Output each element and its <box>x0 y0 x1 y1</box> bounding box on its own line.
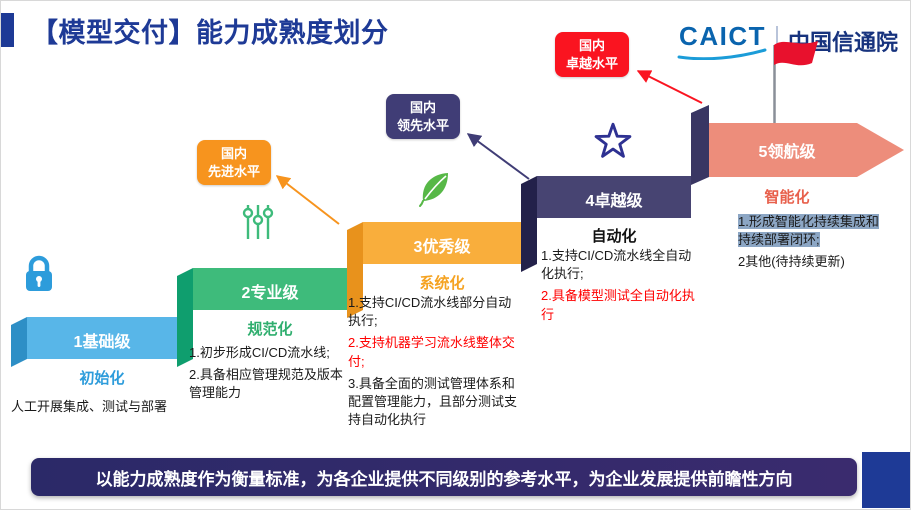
level-5-keyword: 智能化 <box>764 189 810 206</box>
arrow-to-leading-badge <box>466 133 530 180</box>
logo-divider <box>775 25 778 56</box>
badge-domestic-leading: 国内 领先水平 <box>386 94 461 140</box>
corner-decoration <box>862 452 910 508</box>
desc-line: 2.支持机器学习流水线整体交付; <box>348 335 515 369</box>
badge-line: 先进水平 <box>208 163 261 179</box>
desc-line: 1.支持CI/CD流水线全自动化执行; <box>541 248 692 282</box>
title-accent-bar <box>1 13 14 47</box>
level-5-desc: 1.形成智能化持续集成和持续部署闭环; 2其他(待持续更新) <box>738 213 890 276</box>
caict-logo-mark: CAICT <box>677 21 767 60</box>
level-2-desc: 1.初步形成CI/CD流水线; 2.具备相应管理规范及版本管理能力 <box>189 344 353 407</box>
level-2-label: 2专业级 <box>241 285 299 302</box>
level-4-desc: 1.支持CI/CD流水线全自动化执行; 2.具备模型测试全自动化执行 <box>541 247 701 328</box>
desc-line: 人工开展集成、测试与部署 <box>11 399 168 414</box>
level-1-label: 1基础级 <box>73 334 131 351</box>
badge-line: 卓越水平 <box>566 55 619 71</box>
level-3-keyword: 系统化 <box>419 275 465 292</box>
org-name: 中国信通院 <box>787 29 898 55</box>
desc-line: 1.支持CI/CD流水线部分自动执行; <box>348 295 512 329</box>
page-title: 【模型交付】能力成熟度划分 <box>31 18 389 48</box>
level-4-keyword: 自动化 <box>591 228 637 245</box>
desc-line: 2其他(待持续更新) <box>738 254 845 270</box>
level-3-desc: 1.支持CI/CD流水线部分自动执行; 2.支持机器学习流水线整体交付; 3.具… <box>348 294 524 433</box>
badge-domestic-advanced: 国内 先进水平 <box>197 140 272 186</box>
desc-line: 2.具备相应管理规范及版本管理能力 <box>189 367 343 401</box>
highlighted-text: 1.形成智能化持续集成和持续部署闭环; <box>738 214 879 248</box>
desc-line: 3.具备全面的测试管理体系和配置管理能力，且部分测试支持自动化执行 <box>348 375 518 428</box>
level-3-label: 3优秀级 <box>413 239 471 256</box>
bottom-banner: 以能力成熟度作为衡量标准，为各企业提供不同级别的参考水平，为企业发展提供前瞻性方… <box>31 458 857 496</box>
badge-domestic-excellent: 国内 卓越水平 <box>555 32 630 78</box>
star-icon <box>594 122 632 158</box>
caict-logo: CAICT 中国信通院 <box>677 21 898 60</box>
desc-line: 1.形成智能化持续集成和持续部署闭环; <box>738 213 890 249</box>
level-4-label: 4卓越级 <box>585 193 643 210</box>
leaf-icon <box>419 173 448 207</box>
arrow-to-advanced-badge <box>275 175 340 225</box>
badge-line: 国内 <box>579 38 606 53</box>
caict-swoosh-icon <box>677 48 767 60</box>
lock-icon <box>26 255 52 291</box>
level-1-keyword: 初始化 <box>79 370 125 387</box>
sliders-icon <box>242 205 274 239</box>
caict-logo-text: CAICT <box>679 21 766 51</box>
badge-line: 国内 <box>410 100 437 115</box>
level-2-keyword: 规范化 <box>247 321 293 338</box>
desc-line: 1.初步形成CI/CD流水线; <box>189 345 330 360</box>
level-1-desc: 人工开展集成、测试与部署 <box>11 398 169 420</box>
badge-line: 领先水平 <box>397 117 450 133</box>
desc-line: 2.具备模型测试全自动化执行 <box>541 288 695 322</box>
badge-line: 国内 <box>221 146 248 161</box>
level-5-label: 5领航级 <box>758 144 816 161</box>
arrow-to-excellent-badge <box>636 70 703 104</box>
